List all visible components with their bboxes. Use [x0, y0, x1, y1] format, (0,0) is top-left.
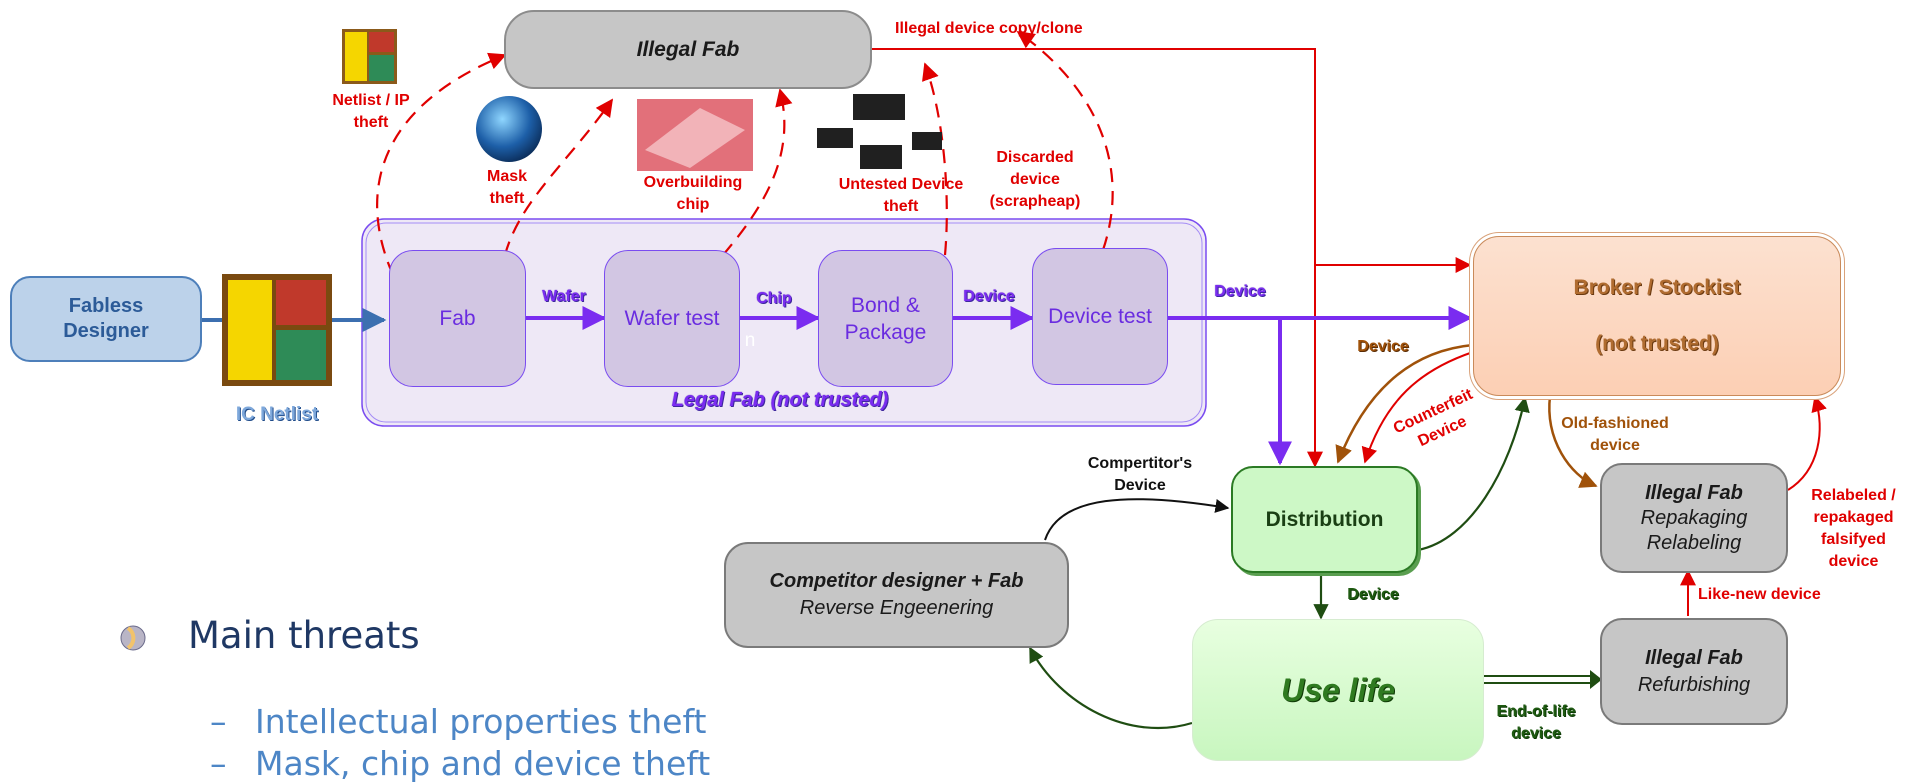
- illegal-copy-label: Illegal device copy/clone: [895, 20, 1083, 37]
- repackaging-line2: Relabeling: [1646, 531, 1742, 554]
- wafer-test-node: Wafer test: [604, 250, 740, 387]
- device-flow-label-2: Device: [1214, 283, 1266, 300]
- device-green-label: Device: [1347, 586, 1399, 603]
- bullet-dash-1: –: [210, 702, 227, 741]
- discarded-arrow: [1016, 30, 1114, 251]
- broker-title: Broker / Stockist: [1573, 276, 1741, 299]
- netlist-theft-arrow: [376, 52, 507, 276]
- refurbishing-node: Illegal Fab Refurbishing: [1600, 618, 1788, 725]
- bond-package-label: Bond & Package: [844, 293, 927, 344]
- end-of-life-label: End-of-life device: [1496, 703, 1576, 742]
- competitor-title: Competitor designer + Fab: [769, 570, 1024, 592]
- repackaging-title: Illegal Fab: [1645, 481, 1743, 504]
- bullet-dash-2: –: [210, 744, 227, 783]
- wafer-icon: [476, 96, 542, 162]
- mask-theft-label: Mask theft: [486, 168, 528, 207]
- netlist-die-icon: [222, 274, 332, 386]
- broker-node: Broker / Stockist (not trusted): [1473, 236, 1841, 396]
- old-fashioned-label: Old-fashioned device: [1561, 415, 1669, 454]
- repackaging-line1: Repakaging: [1640, 506, 1748, 529]
- counterfeit-arrow: [1361, 351, 1474, 464]
- device-brown-label: Device: [1357, 338, 1409, 355]
- wafer-closeup-icon: [637, 99, 753, 171]
- distribution-node: Distribution: [1231, 466, 1418, 573]
- repackaging-node: Illegal Fab Repakaging Relabeling: [1600, 463, 1788, 573]
- chip-flow-label: Chip: [756, 290, 792, 307]
- untested-theft-label: Untested Device theft: [838, 176, 964, 215]
- overbuilding-label: Overbuilding chip: [643, 174, 743, 213]
- fab-node: Fab: [389, 250, 526, 387]
- wafer-flow-label: Wafer: [542, 288, 586, 305]
- refurbishing-title: Illegal Fab: [1645, 646, 1743, 669]
- die-photo-icon: [342, 29, 397, 84]
- refurbishing-subtitle: Refurbishing: [1637, 673, 1751, 696]
- competitor-subtitle: Reverse Engeenering: [799, 597, 994, 619]
- device-test-node: Device test: [1032, 248, 1168, 385]
- uselife-to-competitor-green: [1029, 646, 1193, 730]
- distribution-label: Distribution: [1265, 507, 1384, 531]
- broker-subtitle: (not trusted): [1595, 332, 1719, 355]
- broker-to-distribution-brown: [1335, 343, 1474, 464]
- netlist-theft-label: Netlist / IP theft: [332, 92, 410, 131]
- wafer-test-label: Wafer test: [624, 306, 720, 330]
- overbuild-arrow: [722, 88, 793, 256]
- competitors-device-label: Compertitor's Device: [1087, 455, 1193, 494]
- legal-fab-label: Legal Fab (not trusted): [671, 389, 889, 411]
- fabless-designer-label: Fabless Designer: [63, 295, 149, 342]
- discarded-label: Discarded device (scrapheap): [989, 149, 1081, 210]
- bullet-ip-theft: Intellectual properties theft: [255, 702, 707, 741]
- competitor-node: Competitor designer + Fab Reverse Engeen…: [724, 542, 1069, 648]
- legal-fab-container: [361, 218, 1207, 427]
- ghost-text: n: [744, 330, 756, 351]
- device-test-label: Device test: [1048, 304, 1152, 328]
- like-new-label: Like-new device: [1698, 586, 1821, 603]
- threat-diagram-canvas: [120, 29, 1827, 730]
- illegal-fab-top-label: Illegal Fab: [636, 37, 740, 61]
- relabeled-label: Relabeled / repakaged falsifyed device: [1811, 487, 1896, 570]
- untested-arrow: [922, 62, 948, 256]
- use-life-label: Use life: [1281, 671, 1395, 708]
- competitor-device-arrow: [1044, 498, 1230, 541]
- illegal-copy-line: [872, 48, 1323, 468]
- illegal-fab-top-node: Illegal Fab: [504, 10, 872, 89]
- bond-package-node: Bond & Package: [818, 250, 953, 387]
- chip-packages-icon: [817, 94, 942, 169]
- fab-label: Fab: [439, 306, 476, 330]
- use-life-node: Use life: [1192, 619, 1484, 761]
- ic-netlist-label: IC Netlist: [235, 404, 319, 425]
- fabless-designer-node: Fabless Designer: [10, 276, 202, 362]
- relabeled-arrow: [1787, 395, 1827, 491]
- main-threats-heading: Main threats: [188, 614, 420, 657]
- distribution-to-broker-green: [1417, 396, 1530, 552]
- bullet-mask-theft: Mask, chip and device theft: [255, 744, 711, 783]
- broker-to-repack-brown: [1548, 395, 1598, 488]
- mask-theft-arrow: [503, 98, 614, 256]
- device-flow-label-1: Device: [963, 288, 1015, 305]
